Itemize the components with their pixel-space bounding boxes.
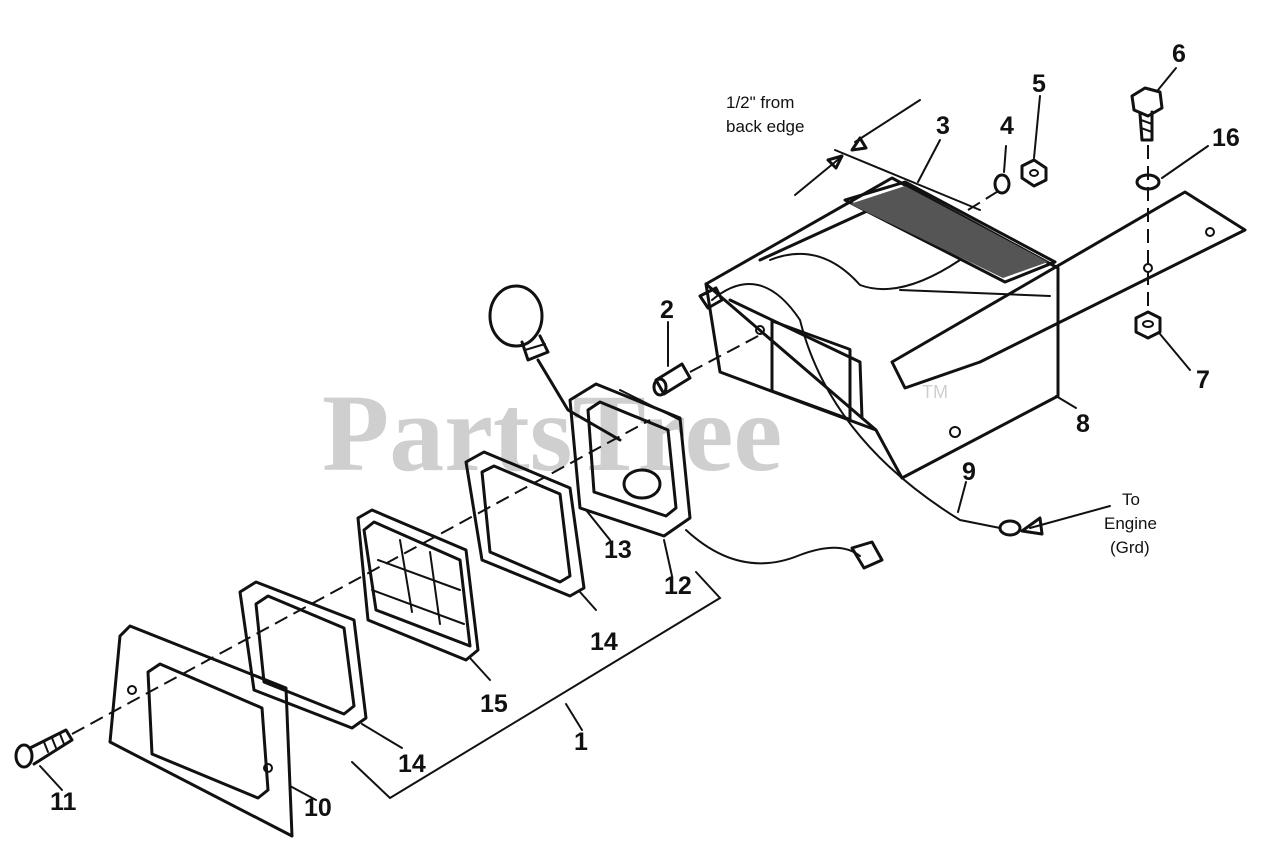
part-2-sleeve xyxy=(652,362,692,397)
leader-lines xyxy=(39,67,1209,801)
engine-note-line1: To xyxy=(1122,490,1140,509)
callout-3: 3 xyxy=(936,112,950,140)
sleeve-axis-line xyxy=(689,334,761,373)
watermark-text: PartsTree xyxy=(322,372,782,494)
part-13-bulb xyxy=(488,284,622,442)
edge-note-line1: 1/2" from xyxy=(726,93,794,112)
part-7-nut xyxy=(1134,310,1162,340)
part-14-upper-gasket xyxy=(464,450,586,598)
watermark-trademark: TM xyxy=(922,382,948,402)
harness-wire xyxy=(685,529,884,570)
edge-note-line2: back edge xyxy=(726,117,804,136)
callout-11: 11 xyxy=(50,788,77,816)
callout-10: 10 xyxy=(304,794,332,822)
callout-8: 8 xyxy=(1076,410,1090,438)
callout-9: 9 xyxy=(962,458,976,486)
part-15-lens xyxy=(356,508,480,662)
part-5-nut xyxy=(1020,158,1048,188)
engine-note-line2: Engine xyxy=(1104,514,1157,533)
callout-16: 16 xyxy=(1212,124,1240,152)
edge-dimension-arrows xyxy=(794,99,981,211)
part-9-ground-wire xyxy=(698,283,1022,537)
assembly-axis-line xyxy=(71,419,651,735)
callout-6: 6 xyxy=(1172,40,1186,68)
kit-1-bracket xyxy=(351,571,722,800)
callout-4: 4 xyxy=(1000,112,1014,140)
callout-1: 1 xyxy=(574,728,588,756)
engine-note-line3: (Grd) xyxy=(1110,538,1150,557)
part-3-screen xyxy=(843,180,1057,284)
part-10-bezel xyxy=(108,624,294,838)
callout-7: 7 xyxy=(1196,366,1210,394)
callout-12: 12 xyxy=(664,572,692,600)
part-4-washer xyxy=(993,173,1011,195)
callout-5: 5 xyxy=(1032,70,1046,98)
part-14-lower-gasket xyxy=(238,580,368,730)
callout-14-lower: 14 xyxy=(398,750,426,778)
part-11-screw xyxy=(14,728,74,769)
callout-2: 2 xyxy=(660,296,674,324)
callout-15: 15 xyxy=(480,690,508,718)
part-12-lamp-housing xyxy=(568,382,692,538)
part-6-bolt xyxy=(1130,86,1164,142)
engine-ground-arrow xyxy=(1020,505,1111,536)
callout-14-upper: 14 xyxy=(590,628,618,656)
callout-13: 13 xyxy=(604,536,632,564)
